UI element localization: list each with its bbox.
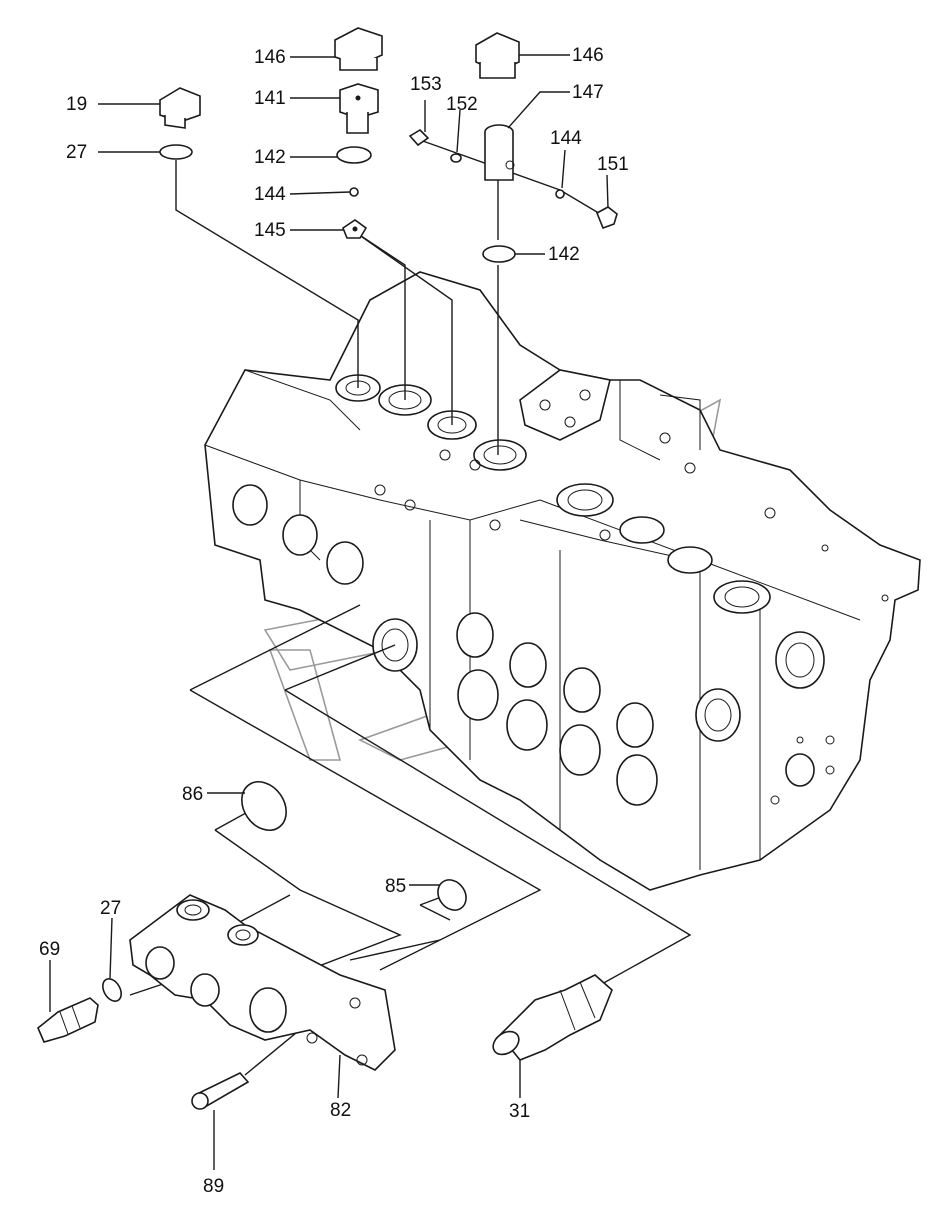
- o-ring-142-right: [482, 245, 516, 263]
- o-ring-27-bottom: [102, 978, 122, 1002]
- callout-142-right: 142: [548, 244, 580, 265]
- callout-69: 69: [39, 939, 60, 960]
- nut-152: [450, 153, 462, 163]
- callout-85: 85: [385, 876, 406, 897]
- screw-153: [408, 128, 430, 147]
- callout-146-left: 146: [254, 47, 286, 68]
- plug-146-left: [334, 27, 383, 71]
- callout-141: 141: [254, 88, 286, 109]
- fitting-69: [37, 997, 99, 1043]
- callout-151: 151: [597, 154, 629, 175]
- callout-152: 152: [446, 94, 478, 115]
- callout-27-top: 27: [66, 142, 87, 163]
- callout-147: 147: [572, 82, 604, 103]
- callout-86: 86: [182, 784, 203, 805]
- o-ring-27-top: [159, 144, 193, 160]
- valve-cartridge-31: [492, 974, 613, 1061]
- ball-144-left: [349, 187, 359, 197]
- plug-19: [159, 87, 201, 129]
- callout-144-left: 144: [254, 184, 286, 205]
- screw-151: [595, 206, 618, 230]
- callout-145: 145: [254, 220, 286, 241]
- callout-144-right: 144: [550, 128, 582, 149]
- plug-146-right: [475, 32, 520, 79]
- callout-19: 19: [66, 94, 87, 115]
- callout-27-bottom: 27: [100, 898, 121, 919]
- bolt-89: [191, 1072, 250, 1110]
- control-valve-block: [204, 271, 921, 891]
- valve-body-147: [484, 124, 515, 181]
- callout-82: 82: [330, 1100, 351, 1121]
- seat-145: [342, 219, 368, 239]
- callout-146-right: 146: [572, 45, 604, 66]
- callout-142-left: 142: [254, 147, 286, 168]
- callout-153: 153: [410, 74, 442, 95]
- callout-31: 31: [509, 1101, 530, 1122]
- o-ring-85: [437, 879, 467, 911]
- ball-144-right: [555, 189, 565, 199]
- callout-labels: 19 27 146 141 142 144 145 146 153 152 14…: [39, 45, 629, 1197]
- callout-89: 89: [203, 1176, 224, 1197]
- o-ring-86: [241, 781, 287, 831]
- plate-82: [129, 894, 396, 1071]
- callout-leaders: [49, 54, 609, 1170]
- o-ring-142-left: [336, 146, 372, 164]
- spool-141: [339, 83, 379, 134]
